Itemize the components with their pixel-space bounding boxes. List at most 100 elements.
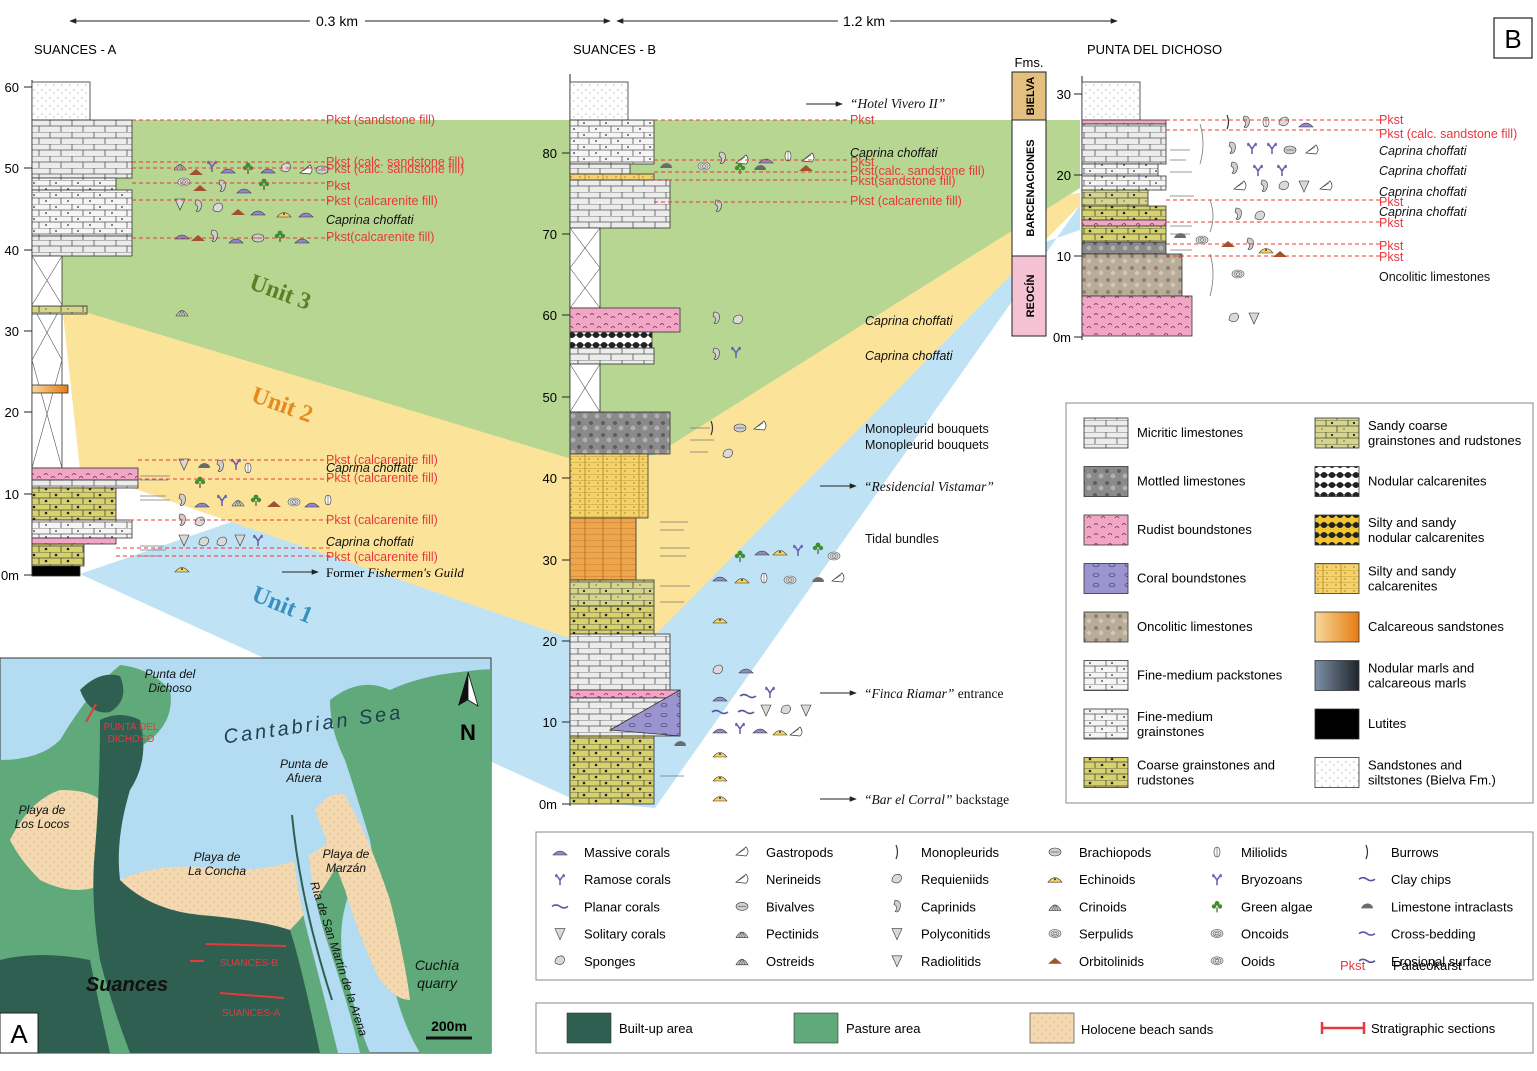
formations-column (1011, 71, 1047, 337)
formation-reocin: REOCÍN (1024, 275, 1037, 318)
lithology-label: Lutites (1368, 716, 1407, 731)
label-b: Caprina choffati (865, 314, 954, 328)
label-a: Pkst (calcarenite fill) (326, 453, 438, 467)
label-b: Caprina choffati (850, 146, 939, 160)
axis-a-tick: 30 (5, 324, 19, 339)
lithology-swatch (1083, 514, 1129, 546)
section-c-fossils (1170, 114, 1333, 325)
panel-a-frame (0, 1012, 39, 1054)
map-section-label: DICHOSO (108, 734, 155, 745)
axis-b-tick: 70 (543, 227, 557, 242)
axis-c-tick: 0m (1053, 330, 1071, 345)
location-map: N 200m A Cantabrian Sea Punta del Dichos… (0, 657, 492, 1054)
distance-b-c: 1.2 km (843, 13, 885, 29)
beach-swatch (1029, 1012, 1075, 1044)
miliolid-icon (1213, 846, 1221, 858)
section-c-labels: Pkst Pkst (calc. sandstone fill) Caprina… (1379, 113, 1517, 284)
fossil-legend-label: Nerineids (766, 872, 821, 887)
fossil-legend-label: Massive corals (584, 845, 670, 860)
label-a: Pkst (calc. sandstone fill) (326, 162, 464, 176)
lithology-swatch (1083, 660, 1129, 691)
place-label: Marzán (326, 861, 366, 875)
lithology-swatch (1083, 417, 1129, 449)
fossil-legend-label: Echinoids (1079, 872, 1136, 887)
fossil-legend-label: Monopleurids (921, 845, 1000, 860)
axis-c-tick: 30 (1057, 87, 1071, 102)
lithology-label: Mottled limestones (1137, 474, 1246, 489)
section-a-fossils (140, 160, 332, 573)
label-c: Pkst (1379, 250, 1404, 264)
lithology-label: Fine-medium packstones (1137, 668, 1283, 683)
fossil-legend-label: Radiolitids (921, 954, 981, 969)
label-c: Pkst (1379, 113, 1404, 127)
map-legend-label: Pasture area (846, 1021, 921, 1036)
fossil-legend-label: Ramose corals (584, 872, 671, 887)
fossil-legend-label: Green algae (1241, 899, 1313, 914)
label-c: Caprina choffati (1379, 144, 1468, 158)
finca-riamar-label: “Finca Riamar” entrance (864, 686, 1003, 701)
place-label: Los Locos (15, 817, 70, 831)
lithology-swatch (1083, 563, 1129, 594)
place-label: quarry (417, 975, 458, 991)
section-b-fossils (660, 150, 845, 802)
fossil-legend-label: Solitary corals (584, 927, 666, 942)
axis-b-tick: 80 (543, 146, 557, 161)
label-a: Caprina choffati (326, 461, 415, 475)
fossil-legend-label: Clay chips (1391, 872, 1451, 887)
section-b-column (569, 81, 681, 805)
axis-b-tick: 0m (539, 797, 557, 812)
pasture-swatch (793, 1012, 839, 1044)
axis-c-tick: 20 (1057, 168, 1071, 183)
section-c-title: PUNTA DEL DICHOSO (1087, 42, 1222, 57)
bar-el-corral-label: “Bar el Corral” backstage (864, 792, 1009, 807)
north-arrow-label: N (460, 720, 476, 745)
lithology-legend-frame (1065, 402, 1534, 804)
label-c: Caprina choffati (1379, 164, 1468, 178)
label-b: Monopleurid bouquets (865, 422, 989, 436)
formations-header: Fms. (1015, 55, 1044, 70)
axis-c-tick: 10 (1057, 249, 1071, 264)
fossil-legend-label: Requieniids (921, 872, 989, 887)
fossil-legend-label: Serpulids (1079, 927, 1134, 942)
map-legend: Built-up area Pasture area Holocene beac… (566, 1012, 1496, 1044)
place-label: Playa de (194, 850, 241, 864)
map-section-label: PUNTA DEL (104, 722, 159, 733)
pkst-key-label: Pkst (1340, 958, 1366, 973)
label-b: Pkst(sandstone fill) (850, 174, 956, 188)
label-a: Pkst (calcarenite fill) (326, 550, 438, 564)
lithology-swatch (1314, 757, 1360, 788)
lithology-swatch (1314, 563, 1360, 594)
fossil-legend-label: Ostreids (766, 954, 815, 969)
lithology-label: Coral boundstones (1137, 571, 1247, 586)
label-c: Pkst (calc. sandstone fill) (1379, 127, 1517, 141)
label-b: Pkst (850, 155, 875, 169)
label-a: Pkst (calcarenite fill) (326, 194, 438, 208)
formation-bielva: BIELVA (1025, 77, 1037, 116)
label-a: Caprina choffati (326, 535, 415, 549)
label-b: Tidal bundles (865, 532, 939, 546)
lithology-label: Nodular calcarenites (1368, 474, 1487, 489)
label-c: Oncolitic limestones (1379, 270, 1490, 284)
section-c-axis: 30 20 10 0m (1053, 87, 1082, 345)
label-b: “Hotel Vivero II” (850, 96, 945, 111)
map-section-label: SUANCES-A (222, 1008, 281, 1019)
label-a: Pkst (sandstone fill) (326, 113, 435, 127)
map-legend-label: Holocene beach sands (1081, 1022, 1214, 1037)
place-label: Punta de (280, 757, 328, 771)
label-c: Pkst (1379, 239, 1404, 253)
label-a: Caprina choffati (326, 213, 415, 227)
axis-b-tick: 50 (543, 390, 557, 405)
axis-b-tick: 10 (543, 715, 557, 730)
fossil-legend-label: Bivalves (766, 899, 815, 914)
label-c: Caprina choffati (1379, 185, 1468, 199)
axis-a-tick: 40 (5, 243, 19, 258)
lithology-label: Calcareous sandstones (1368, 619, 1504, 634)
